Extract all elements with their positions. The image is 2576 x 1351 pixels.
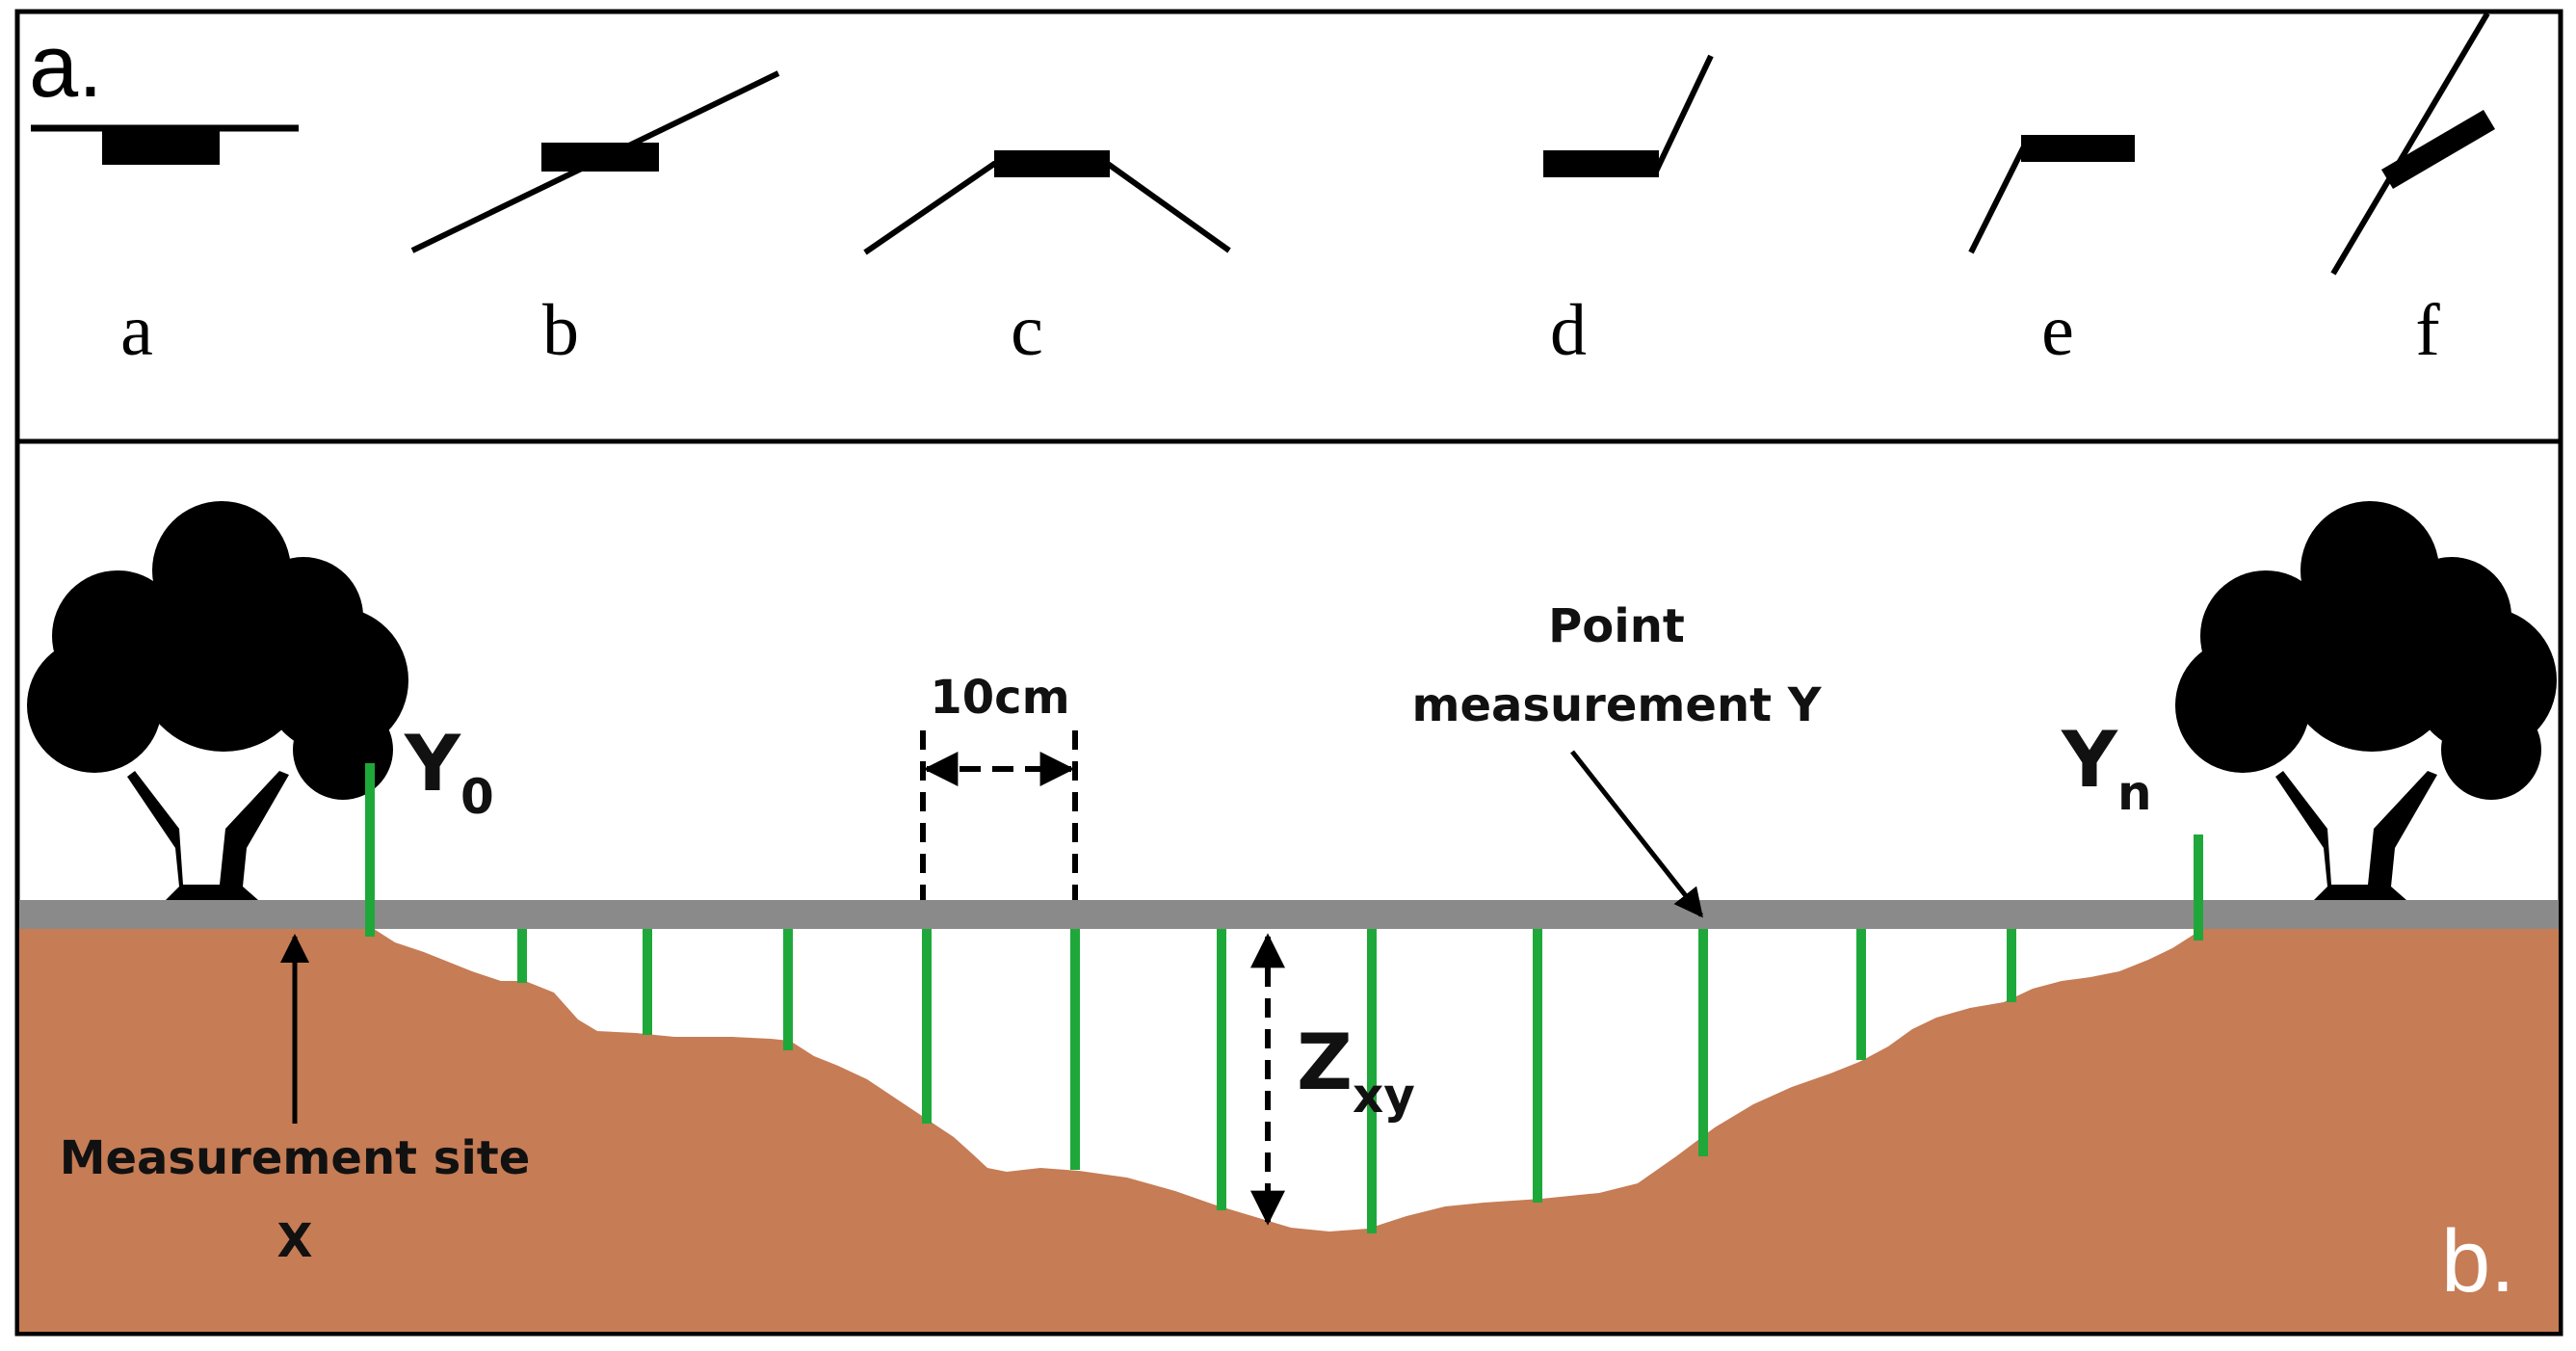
tree-left-icon xyxy=(27,501,408,900)
config-a-label: a xyxy=(120,290,153,371)
depth-label: Zxy xyxy=(1297,1018,1415,1124)
ground-surface-bar xyxy=(19,900,2559,929)
panel-a-border xyxy=(14,9,2563,444)
tree-right-icon xyxy=(2175,501,2557,900)
panel-b: Y0 Yn 10cm Point measurement Y Zxy Measu… xyxy=(14,438,2563,1337)
yn-label: Yn xyxy=(2061,715,2152,821)
y0-label: Y0 xyxy=(404,719,494,825)
depth-label-main: Z xyxy=(1297,1018,1353,1107)
panel-a: a. a b xyxy=(14,9,2563,444)
soil-profile xyxy=(19,927,2559,1332)
panel-a-letter: a. xyxy=(29,17,103,116)
depth-label-sub: xy xyxy=(1353,1068,1415,1124)
config-labels: a b c d e f xyxy=(120,290,2440,371)
config-e-label: e xyxy=(2041,290,2074,371)
config-f-symbol xyxy=(2330,12,2495,276)
yn-label-sub: n xyxy=(2117,765,2152,821)
spacing-indicator xyxy=(920,730,1078,900)
config-d-symbol xyxy=(1543,54,1714,177)
spacing-label: 10cm xyxy=(930,671,1069,725)
config-c-symbol xyxy=(863,150,1231,255)
panel-b-border xyxy=(14,438,2563,1337)
measurement-site-label-line2: X xyxy=(276,1214,312,1268)
yn-label-main: Y xyxy=(2061,715,2118,805)
config-f-label: f xyxy=(2415,290,2440,371)
measurement-site-label-line1: Measurement site xyxy=(60,1131,531,1185)
config-b-symbol xyxy=(410,70,780,253)
config-c-label: c xyxy=(1011,290,1043,371)
panel-b-letter: b. xyxy=(2441,1212,2515,1311)
y0-label-sub: 0 xyxy=(460,769,494,825)
point-measurement-arrow xyxy=(1570,750,1703,918)
measurement-pins xyxy=(365,763,2203,1233)
y0-label-main: Y xyxy=(404,719,461,808)
config-e-symbol xyxy=(1968,135,2135,254)
point-measurement-label-line2: measurement Y xyxy=(1411,678,1822,732)
config-a-symbol xyxy=(31,124,299,165)
config-d-label: d xyxy=(1550,290,1587,371)
config-b-label: b xyxy=(542,290,579,371)
point-measurement-label-line1: Point xyxy=(1548,599,1685,653)
